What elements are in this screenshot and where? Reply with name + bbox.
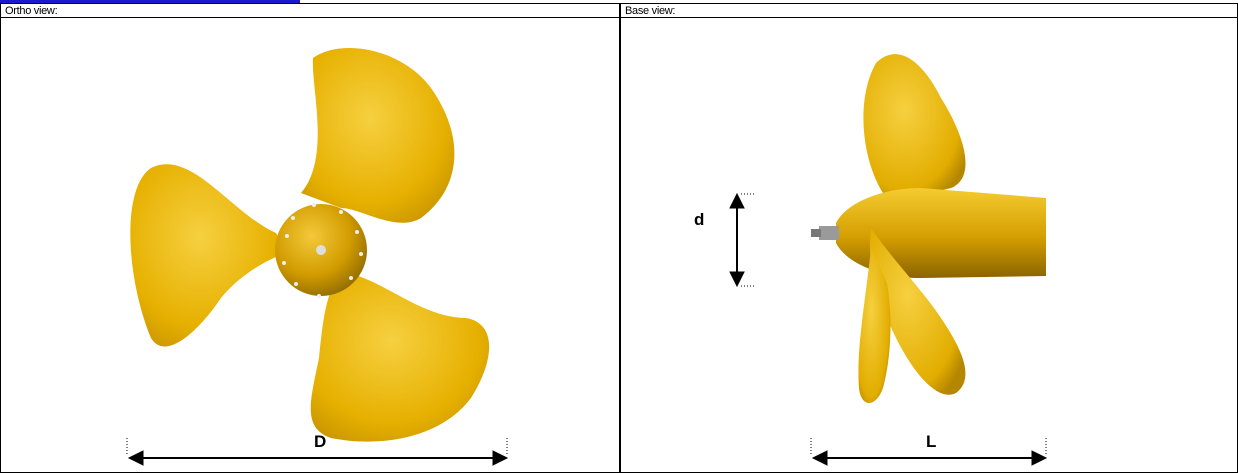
base-view-panel: L d [621,18,1237,472]
title-accent-bar [0,0,300,3]
ortho-view-header: Ortho view: [1,4,621,18]
ortho-view-panel: D [1,18,621,472]
diameter-label-d: d [694,210,705,229]
length-label-L: L [926,432,937,451]
views-table: Ortho view: Base view: [0,3,1238,473]
diameter-label-D: D [314,432,327,451]
propeller-base-image [729,54,1048,466]
propeller-ortho-image [126,48,509,466]
base-view-header: Base view: [621,4,1237,18]
